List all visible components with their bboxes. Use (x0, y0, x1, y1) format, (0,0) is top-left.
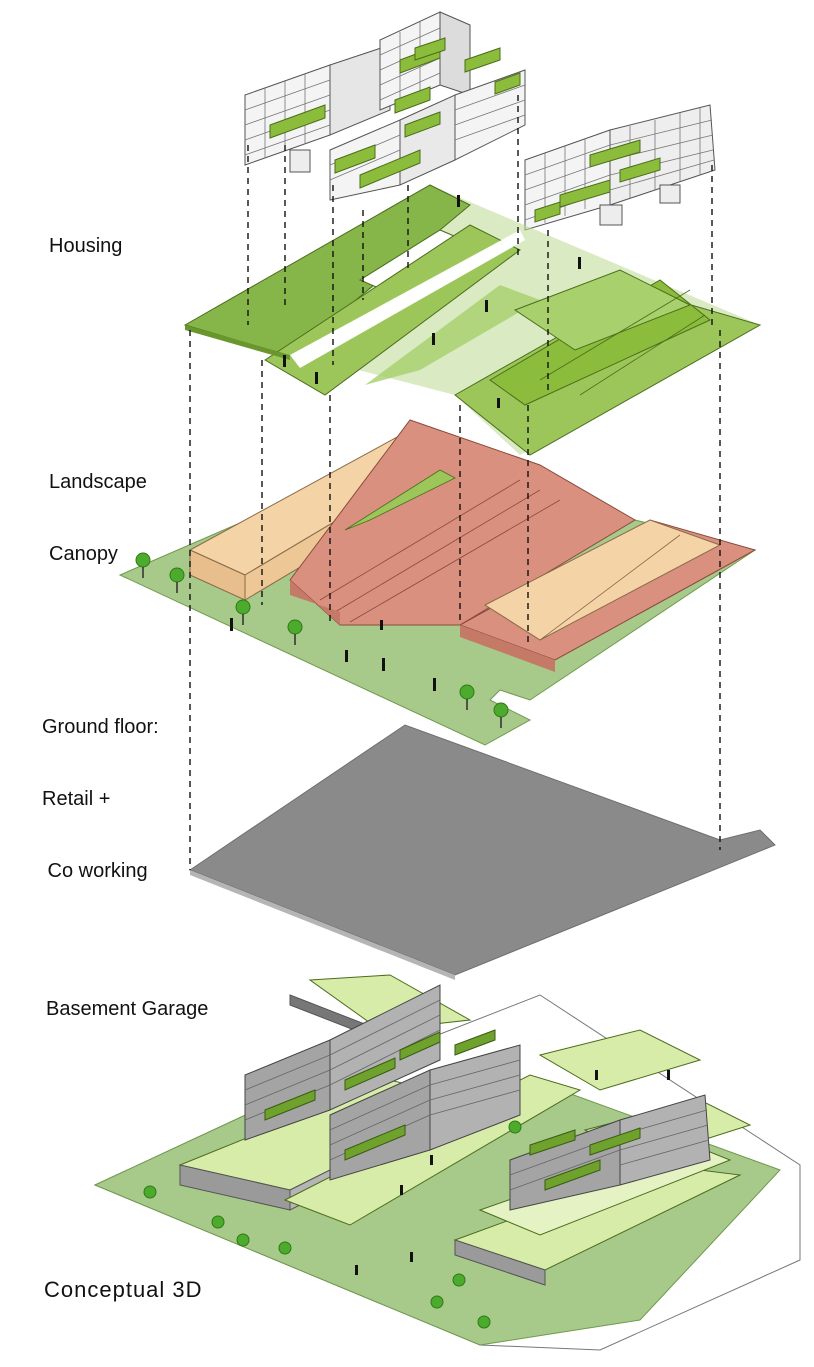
conceptual-3d-model (93, 974, 801, 1351)
housing-block-left (244, 11, 526, 201)
tree-trunks (142, 567, 502, 728)
housing-label: Housing (49, 186, 122, 306)
housing-label-line: Housing (49, 235, 123, 257)
ground-floor-layer (118, 419, 757, 746)
people-figures (230, 195, 670, 1275)
landscape-canopy-label: Landscape Canopy (49, 422, 147, 614)
basement-garage-layer (188, 724, 776, 980)
landscape-label-line-1: Landscape (49, 471, 147, 493)
conceptual-3d-label: Conceptual 3D (44, 1277, 203, 1302)
trees (135, 552, 522, 1329)
housing-layer (244, 11, 716, 231)
housing-block-right (524, 104, 716, 231)
basement-garage-label: Basement Garage (46, 949, 208, 1069)
dashed-connectors (189, 95, 721, 870)
ground-floor-label: Ground floor: Retail + Co working (42, 667, 159, 931)
ground-label-line-3: Co working (42, 860, 148, 882)
landscape-canopy-layer (183, 184, 762, 456)
basement-label-line: Basement Garage (46, 998, 209, 1020)
ground-label-line-1: Ground floor: (42, 716, 159, 738)
ground-label-line-2: Retail + (42, 788, 111, 810)
landscape-label-line-2: Canopy (49, 543, 118, 565)
